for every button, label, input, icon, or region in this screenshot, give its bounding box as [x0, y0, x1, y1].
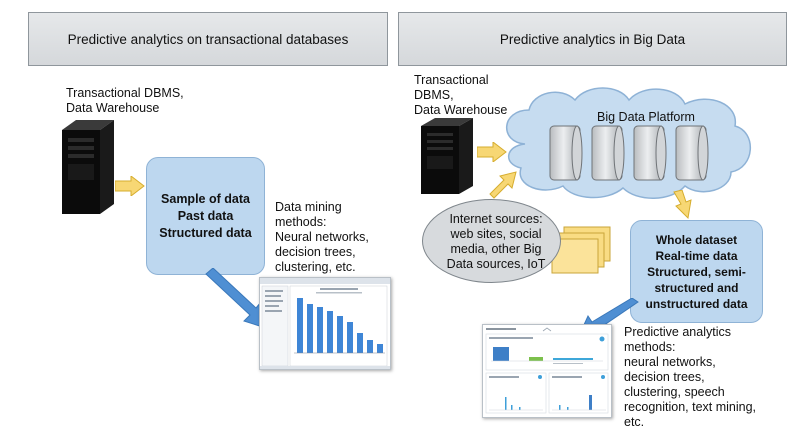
- chart-screenshot-thumbnail: [259, 277, 391, 370]
- document-stack-icon: [551, 226, 611, 274]
- internet-sources-label: Internet sources: web sites, social medi…: [446, 212, 546, 271]
- dataset-box-line: unstructured data: [645, 296, 748, 311]
- arrow-up-right-icon: [489, 171, 517, 199]
- left-methods-label: Data mining methods: Neural networks, de…: [275, 200, 369, 274]
- left-panel-header: Predictive analytics on transactional da…: [28, 12, 388, 66]
- arrow-down-icon: [673, 190, 692, 220]
- left-source-label: Transactional DBMS, Data Warehouse: [66, 86, 184, 115]
- bar-chart-thumbnail: [260, 278, 390, 369]
- dashboard-thumbnail: [485, 327, 609, 414]
- dataset-box-line: Whole dataset: [655, 232, 738, 247]
- database-cylinder-icon: [675, 125, 709, 181]
- dataset-box-line: Real-time data: [655, 248, 738, 263]
- database-cylinder-icon: [633, 125, 667, 181]
- sample-box-line: Past data: [177, 208, 234, 223]
- dataset-box-line: Structured, semi-: [647, 264, 746, 279]
- dataset-box-line: structured and: [654, 280, 739, 295]
- right-panel-header: Predictive analytics in Big Data: [398, 12, 787, 66]
- dashboard-screenshot-thumbnail: [482, 324, 612, 418]
- sample-box-line: Structured data: [159, 225, 252, 240]
- server-tower-icon: [421, 118, 473, 194]
- right-header-text: Predictive analytics in Big Data: [499, 31, 686, 47]
- whole-dataset-box: Whole dataset Real-time data Structured,…: [630, 220, 763, 323]
- database-cylinder-icon: [591, 125, 625, 181]
- sample-box-line: Sample of data: [161, 191, 250, 206]
- arrow-right-icon: [477, 142, 507, 162]
- database-cylinder-icon: [549, 125, 583, 181]
- right-source-label: Transactional DBMS, Data Warehouse: [414, 73, 508, 117]
- internet-sources-oval: [422, 199, 561, 283]
- database-cylinders: [549, 125, 709, 181]
- arrow-right-icon: [115, 176, 145, 196]
- server-tower-icon: [62, 120, 114, 214]
- left-header-text: Predictive analytics on transactional da…: [67, 31, 349, 47]
- right-methods-label: Predictive analytics methods: neural net…: [624, 325, 757, 429]
- big-data-platform-label: Big Data Platform: [597, 110, 695, 124]
- sample-data-box: Sample of data Past data Structured data: [146, 157, 265, 275]
